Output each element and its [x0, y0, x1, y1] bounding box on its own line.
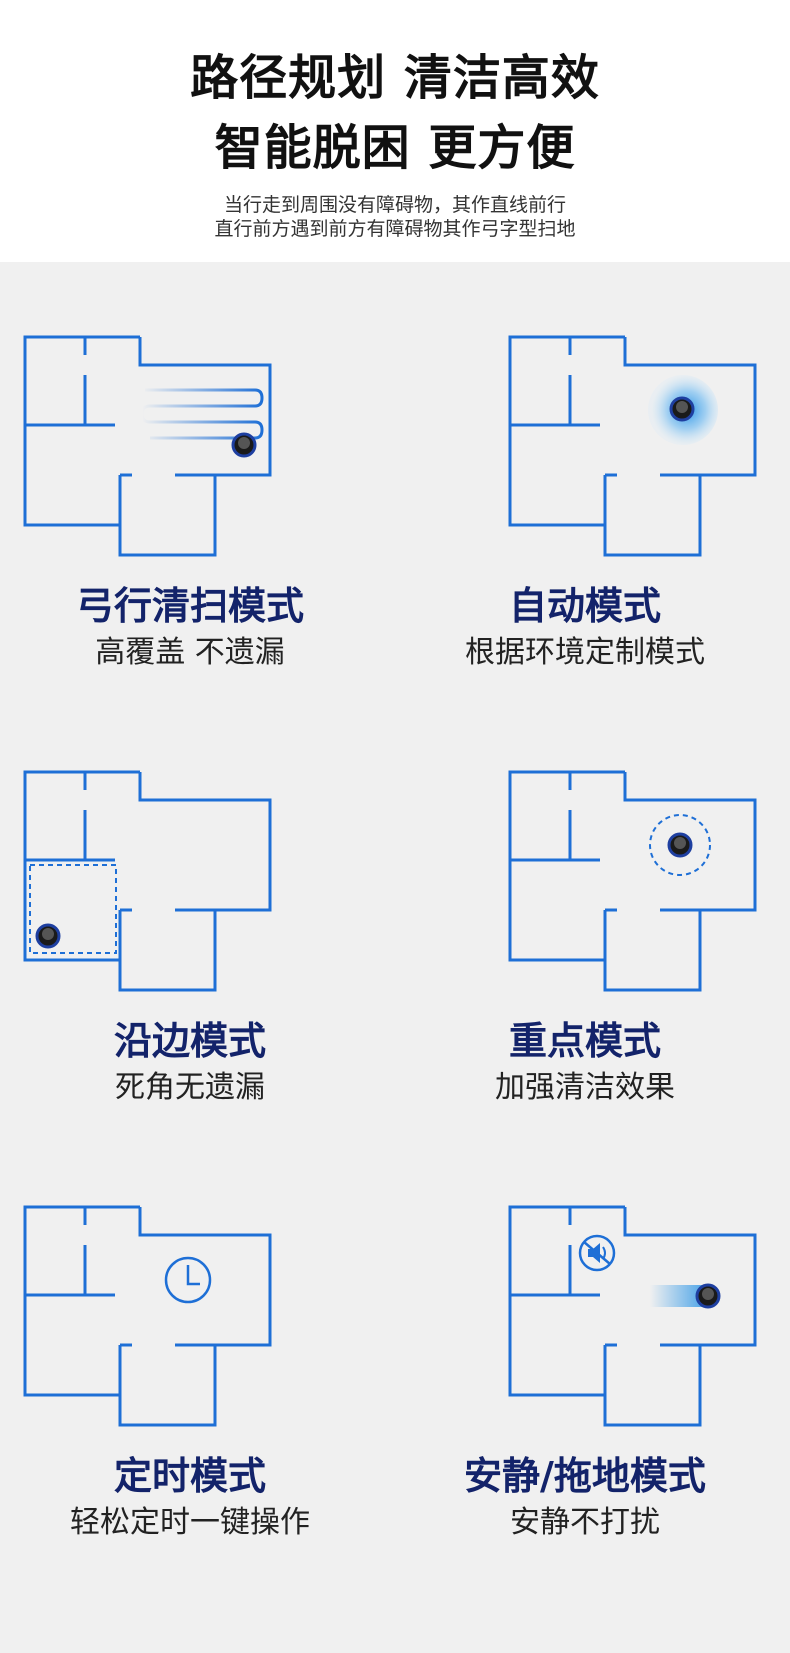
mute-speaker-icon: [578, 1234, 616, 1272]
page-title-line1: 路径规划 清洁高效: [190, 50, 600, 106]
spot-circle-icon: [649, 814, 711, 876]
clock-icon: [164, 1256, 212, 1304]
mode-name: 自动模式: [508, 584, 661, 628]
floor-plan: [508, 770, 757, 992]
mode-card-auto: 自动模式 根据环境定制模式: [395, 335, 775, 765]
mode-card-zigzag: 弓行清扫模式 高覆盖 不遗漏: [0, 335, 380, 765]
mode-card-spot: 重点模式 加强清洁效果: [395, 770, 775, 1200]
robot-icon: [35, 923, 61, 949]
floor-plan: [23, 1205, 272, 1427]
zigzag-path-icon: [140, 388, 264, 440]
floor-plan: [508, 1205, 757, 1427]
mode-card-timer: 定时模式 轻松定时一键操作: [0, 1205, 380, 1635]
page-title-line2: 智能脱困 更方便: [214, 120, 576, 176]
floor-plan: [23, 335, 272, 557]
page-subtitle-line1: 当行走到周围没有障碍物，其作直线前行: [223, 194, 566, 216]
mode-name: 弓行清扫模式: [75, 584, 304, 628]
page-subtitle-line2: 直行前方遇到前方有障碍物其作弓字型扫地: [214, 218, 576, 240]
mode-desc: 高覆盖 不遗漏: [95, 635, 285, 670]
mode-desc: 轻松定时一键操作: [70, 1505, 310, 1540]
mop-trail: [650, 1285, 710, 1307]
robot-icon: [669, 396, 695, 422]
mode-card-edge: 沿边模式 死角无遗漏: [0, 770, 380, 1200]
robot-icon: [695, 1283, 721, 1309]
mode-desc: 根据环境定制模式: [465, 635, 705, 670]
mode-desc: 加强清洁效果: [495, 1070, 675, 1105]
mode-card-quiet: 安静/拖地模式 安静不打扰: [395, 1205, 775, 1635]
floor-plan: [23, 770, 272, 992]
robot-icon: [667, 832, 693, 858]
mode-name: 沿边模式: [113, 1019, 266, 1063]
robot-icon: [231, 432, 257, 458]
mode-name: 安静/拖地模式: [464, 1454, 706, 1498]
edge-path-icon: [29, 864, 117, 954]
mode-name: 定时模式: [113, 1454, 266, 1498]
mode-desc: 死角无遗漏: [115, 1070, 265, 1105]
mode-desc: 安静不打扰: [510, 1505, 660, 1540]
header: 路径规划 清洁高效 智能脱困 更方便 当行走到周围没有障碍物，其作直线前行 直行…: [0, 0, 790, 262]
mode-name: 重点模式: [508, 1019, 661, 1063]
floor-plan: [508, 335, 757, 557]
